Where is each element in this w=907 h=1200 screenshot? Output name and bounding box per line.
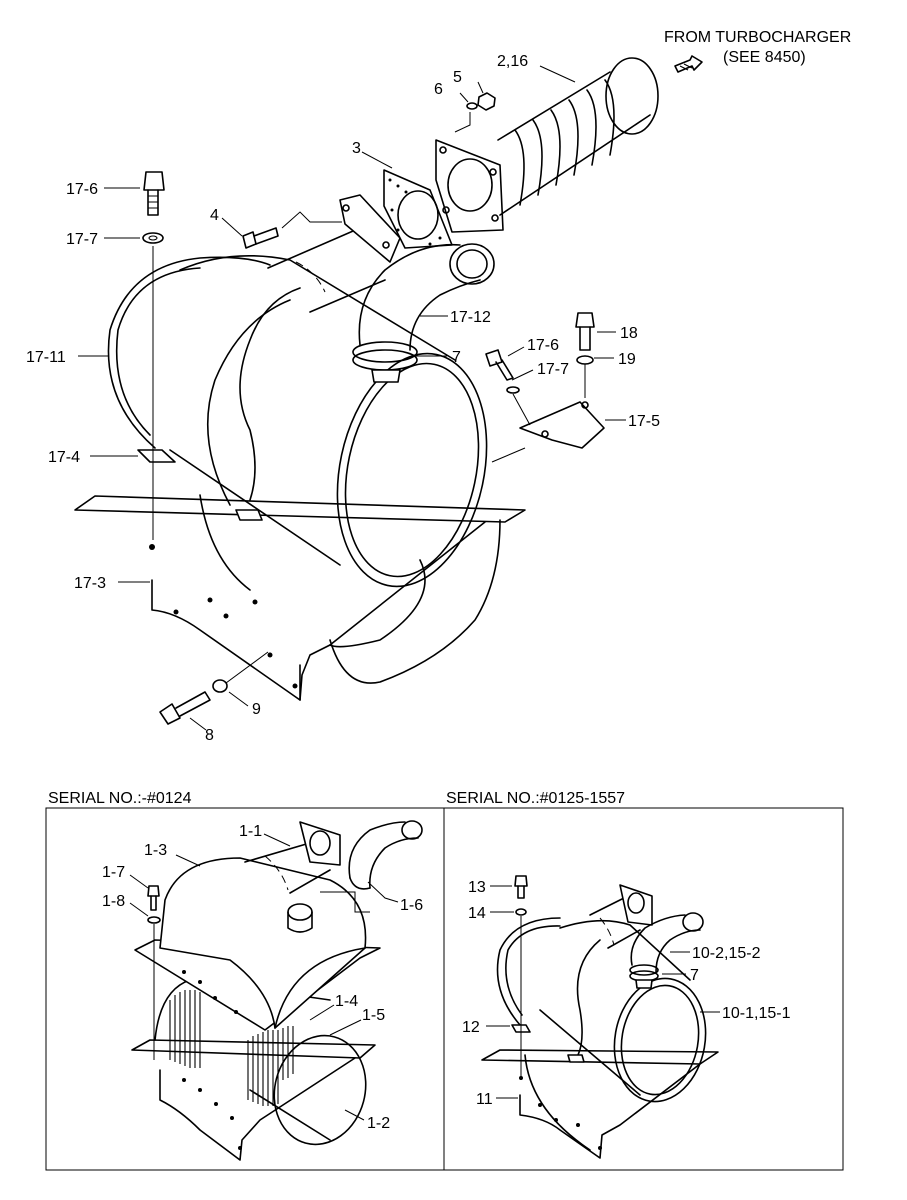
nut-5-washer-6: [466, 92, 496, 111]
main-callouts: FROM TURBOCHARGER (SEE 8450) 2,16 5 6 3 …: [26, 29, 851, 744]
bellows-2-16: [497, 57, 659, 216]
label-17-6a: 17-6: [66, 181, 98, 198]
label-1-5: 1-5: [362, 1007, 385, 1024]
bolt-17-6-top: [143, 171, 165, 216]
label-17-6b: 17-6: [527, 337, 559, 354]
panel-right-header: SERIAL NO.:#0125-1557: [446, 790, 625, 807]
panel-right-callouts: 13 14 10-2,15-2 7 12 10-1,15-1 11: [462, 879, 791, 1108]
label-17-4: 17-4: [48, 449, 80, 466]
label-2-16: 2,16: [497, 53, 528, 70]
label-1-6: 1-6: [400, 897, 423, 914]
label-1-7: 1-7: [102, 864, 125, 881]
arrow-icon: [674, 55, 703, 73]
label-10-1-15-1: 10-1,15-1: [722, 1005, 791, 1022]
label-4: 4: [210, 207, 219, 224]
label-13: 13: [468, 879, 486, 896]
label-1-2: 1-2: [367, 1115, 390, 1132]
perforated-core-1-4: [169, 990, 294, 1106]
label-7: 7: [452, 349, 461, 366]
label-17-7a: 17-7: [66, 231, 98, 248]
bolt-18-washer-19: [575, 312, 595, 398]
panel-left-drawing: [129, 820, 423, 1161]
label-17-11: 17-11: [26, 349, 66, 366]
elbow-pipe-17-12: [358, 243, 495, 351]
label-1-3: 1-3: [144, 842, 167, 859]
note-line2: (SEE 8450): [723, 49, 806, 66]
bolt-4: [242, 227, 279, 249]
label-17-3: 17-3: [74, 575, 106, 592]
strap-17-11: [107, 256, 301, 521]
label-8: 8: [205, 727, 214, 744]
muffler-lower-shell: [199, 494, 501, 684]
note-line1: FROM TURBOCHARGER: [664, 29, 851, 46]
washer-17-7-top: [142, 232, 164, 244]
bolt-17-6-right: [485, 349, 531, 426]
muffler-drum: [169, 254, 488, 588]
panel-right-drawing: [481, 875, 720, 1159]
label-1-4: 1-4: [335, 993, 358, 1010]
label-6: 6: [434, 81, 443, 98]
support-bracket-17-3: [74, 495, 526, 701]
label-10-2-15-2: 10-2,15-2: [692, 945, 761, 962]
panel-frames: [45, 807, 844, 1171]
label-5: 5: [453, 69, 462, 86]
label-1-1: 1-1: [239, 823, 262, 840]
label-14: 14: [468, 905, 486, 922]
label-19: 19: [618, 351, 636, 368]
main-leader-lines: [78, 65, 626, 731]
clamp-7: [352, 341, 418, 383]
label-7-right: 7: [690, 967, 699, 984]
label-9: 9: [252, 701, 261, 718]
bolt-8-washer-9: [159, 651, 269, 725]
panel-left-callouts: 1-1 1-3 1-7 1-8 1-6 1-4 1-5 1-2: [102, 823, 423, 1132]
label-11: 11: [476, 1091, 493, 1108]
bracket-17-5: [519, 401, 605, 449]
label-17-12: 17-12: [450, 309, 491, 326]
label-3: 3: [352, 140, 361, 157]
label-17-7b: 17-7: [537, 361, 569, 378]
label-18: 18: [620, 325, 638, 342]
flange-gasket-3: [339, 139, 504, 263]
label-17-5: 17-5: [628, 413, 660, 430]
label-1-8: 1-8: [102, 893, 125, 910]
panel-left-header: SERIAL NO.:-#0124: [48, 790, 192, 807]
label-12: 12: [462, 1019, 480, 1036]
